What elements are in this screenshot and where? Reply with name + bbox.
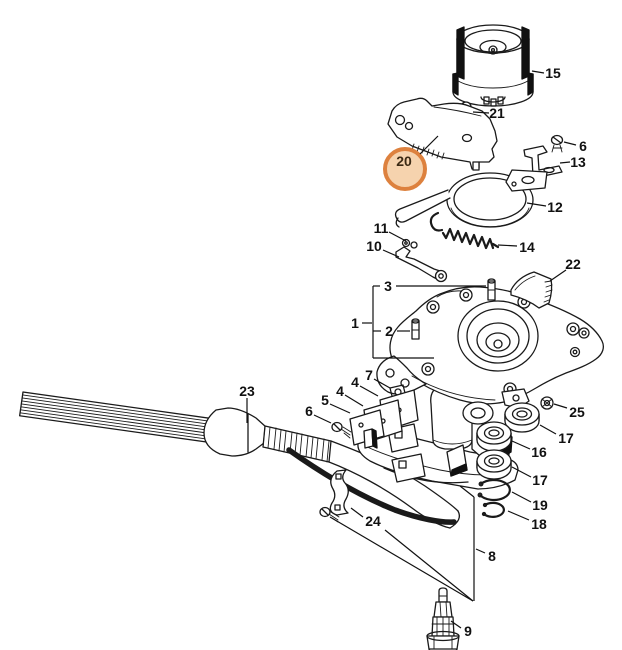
part-25-nut [540,396,554,410]
callout-24[interactable]: 24 [365,513,381,529]
housing-screw-bosses [421,288,580,396]
callout-20-highlighted[interactable]: 20 [396,153,412,169]
part-24-clamp [329,469,349,516]
callout-18[interactable]: 18 [531,516,547,532]
part-2-pin [411,318,420,340]
callout-leader-4 [344,394,364,407]
callout-leader-18 [507,510,530,521]
callout-17[interactable]: 17 [558,430,574,446]
part-20-plate [387,97,498,171]
callout-leader-20 [419,135,439,155]
callout-leader-7 [373,378,391,389]
callout-11[interactable]: 11 [374,220,389,236]
callout-leader-11 [388,231,407,242]
part-12-brake-band [394,169,548,228]
callout-leader-14 [497,244,518,247]
callout-leader-19 [511,491,532,503]
callout-4[interactable]: 4 [336,383,344,399]
callout-leader-24 [350,507,364,518]
group-line-3 [384,529,474,602]
callout-leader-10 [382,249,400,258]
callout-8[interactable]: 8 [488,548,496,564]
callout-22[interactable]: 22 [565,256,581,272]
part-9-spindle [426,587,460,650]
callout-6[interactable]: 6 [579,138,587,154]
part-1-housing [376,286,604,425]
line-art [19,24,604,650]
callout-leader-16 [511,440,531,450]
part-14-spring [429,211,500,250]
group-lines [329,286,475,602]
callout-leader-6 [563,141,577,146]
part-17-bearing-top [504,402,540,433]
callout-leader-6 [313,414,332,424]
callout-12[interactable]: 12 [547,199,563,215]
part-23-drive-shaft [19,391,332,463]
callout-16[interactable]: 16 [531,444,547,460]
part-6-screw-top [550,134,564,153]
part-15-clutch-drum [452,24,534,107]
part-16-bearing [476,421,512,452]
callout-leader-8 [475,548,486,554]
callout-9[interactable]: 9 [464,623,472,639]
part-8-hose [286,440,461,529]
callout-leader-22 [549,269,567,282]
callout-13[interactable]: 13 [570,154,586,170]
callout-3[interactable]: 3 [384,278,392,294]
callout-leader-4 [359,385,379,397]
callout-7[interactable]: 7 [365,367,373,383]
callout-14[interactable]: 14 [519,239,535,255]
callout-leader-9 [450,620,462,629]
callout-23[interactable]: 23 [239,383,255,399]
part-10-lever [395,246,448,283]
part-19-snap-ring [477,478,511,502]
callout-21[interactable]: 21 [489,105,505,121]
part-3-pin [487,278,496,301]
part-18-snap-ring [481,501,505,518]
part-11-nut [401,238,418,249]
callout-leader-12 [526,202,547,207]
part-20-highlight-ring[interactable] [383,147,427,191]
part-22-cover [510,271,553,309]
plate-spacer-block [363,428,378,449]
callout-19[interactable]: 19 [532,497,548,513]
callout-25[interactable]: 25 [569,404,585,420]
callout-10[interactable]: 10 [366,238,382,254]
callout-15[interactable]: 15 [545,65,561,81]
part-20-highlight-fill [385,149,425,189]
callout-leader-13 [559,161,571,164]
part-6-screw-left [331,421,352,439]
callout-leader-25 [553,403,568,409]
callout-leader-21 [472,111,490,114]
callout-leader-17 [539,424,557,435]
callout-6[interactable]: 6 [305,403,313,419]
callout-leader-15 [531,70,545,74]
callout-2[interactable]: 2 [385,323,393,339]
callout-4[interactable]: 4 [351,374,359,390]
part-17-bearing-bottom [476,449,512,480]
leader-lines [246,70,577,629]
group-line-4 [459,485,475,498]
callout-5[interactable]: 5 [321,392,329,408]
callout-1[interactable]: 1 [351,315,359,331]
callout-leader-17 [511,466,532,478]
group-line-2 [329,516,474,602]
part-13-bracket [523,145,563,178]
callout-17[interactable]: 17 [532,472,548,488]
callout-leader-5 [329,403,351,414]
